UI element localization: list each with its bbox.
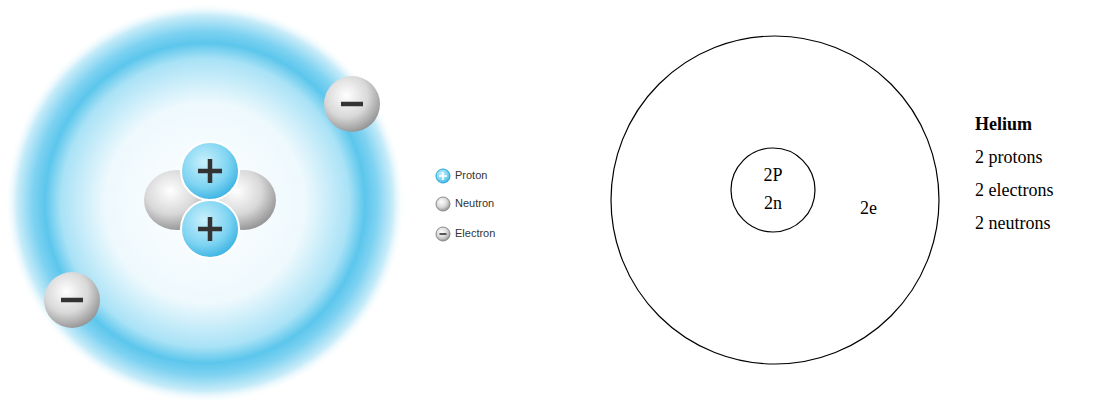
legend-swatch xyxy=(436,169,450,183)
element-name: Helium xyxy=(975,114,1032,135)
nucleus-circle: 2P2n xyxy=(730,147,816,233)
circle-outline xyxy=(730,147,816,233)
electron-cloud xyxy=(5,3,405,403)
proton xyxy=(181,142,239,200)
atom-shell-circle: 2e 2P2n xyxy=(610,35,940,365)
proton xyxy=(181,200,239,258)
electron xyxy=(324,76,380,132)
node-text: 2P xyxy=(763,162,782,190)
legend-swatch xyxy=(436,197,450,211)
legend-label: Proton xyxy=(455,169,487,181)
nucleus xyxy=(144,142,276,258)
legend-label: Neutron xyxy=(455,197,494,209)
particle-count: 2 protons xyxy=(975,147,1043,168)
particle-count: 2 neutrons xyxy=(975,213,1051,234)
electron xyxy=(44,272,100,328)
text-stack: 2P2n xyxy=(730,147,816,233)
legend-label: Electron xyxy=(455,227,495,239)
node-text: 2e xyxy=(860,195,877,223)
node-text: 2n xyxy=(764,190,782,218)
particle-count: 2 electrons xyxy=(975,180,1053,201)
legend-swatch xyxy=(436,227,450,241)
